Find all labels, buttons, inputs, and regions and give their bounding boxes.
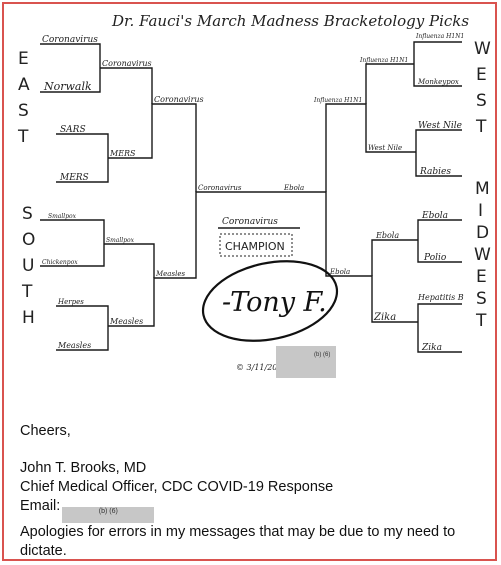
midwest-r2-2: Zika <box>373 312 396 323</box>
svg-text:E: E <box>476 65 487 85</box>
south-r1-3: Herpes <box>57 298 84 306</box>
sender-name: John T. Brooks, MD <box>20 460 147 476</box>
region-west: WE ST <box>474 39 491 137</box>
west-r1-1: Influenza H1N1 <box>415 33 464 40</box>
midwest-r1-2: Polio <box>423 253 447 263</box>
svg-text:S: S <box>18 101 29 121</box>
email-line: Email: (b) (6) <box>20 497 490 523</box>
svg-text:E: E <box>476 267 487 287</box>
svg-text:T: T <box>475 311 487 331</box>
south-r2-2: Measles <box>109 317 143 326</box>
west-r1-4: Rabies <box>419 167 451 177</box>
east-r1-2: Norwalk <box>43 80 92 93</box>
east-r3-1: Coronavirus <box>154 95 204 104</box>
champion-box <box>219 233 293 257</box>
west-r1-2: Monkeypox <box>417 78 459 86</box>
svg-text:E: E <box>18 49 29 69</box>
east-r2-1: Coronavirus <box>102 59 152 68</box>
bracket-redaction <box>276 346 336 378</box>
svg-text:S: S <box>22 204 33 224</box>
region-south: SO UTH <box>21 204 35 328</box>
apology-note: Apologies for errors in my messages that… <box>20 524 456 559</box>
west-r3-1: Influenza H1N1 <box>313 97 362 104</box>
email-signature: Cheers, John T. Brooks, MD Chief Medical… <box>20 422 490 561</box>
svg-text:T: T <box>17 127 29 147</box>
east-lines <box>40 43 197 192</box>
copyright-date: © 3/11/20. <box>236 363 280 372</box>
svg-text:T: T <box>21 282 33 302</box>
email-redaction-code: (b) (6) <box>98 508 118 515</box>
south-r1-4: Measles <box>57 341 91 350</box>
svg-text:H: H <box>22 308 35 328</box>
south-lines <box>40 191 280 351</box>
svg-text:U: U <box>22 256 34 276</box>
midwest-r2-1: Ebola <box>375 231 399 240</box>
bracket-image: Dr. Fauci's March Madness Bracketology P… <box>4 4 497 399</box>
midwest-r1-4: Zika <box>421 343 442 353</box>
midwest-r1-1: Ebola <box>421 211 448 221</box>
svg-text:A: A <box>18 75 30 95</box>
bracket-redaction-code: (b) (6) <box>314 352 330 358</box>
midwest-lines <box>280 191 462 353</box>
champion-label: CHAMPION <box>225 240 285 253</box>
document-frame <box>2 2 497 561</box>
svg-text:D: D <box>476 223 489 243</box>
west-lines <box>325 41 462 192</box>
south-r2-1: Smallpox <box>106 237 135 244</box>
south-r3-1: Measles <box>155 270 185 278</box>
region-east: EA ST <box>17 49 30 147</box>
east-r1-3: SARS <box>60 125 86 135</box>
west-r1-3: West Nile <box>418 121 462 131</box>
svg-text:T: T <box>475 117 487 137</box>
svg-text:S: S <box>476 289 487 309</box>
greeting: Cheers, <box>20 423 71 439</box>
midwest-r1-3: Hepatitis B <box>417 293 464 302</box>
signature-oval <box>201 260 339 342</box>
west-r2-2: West Nile <box>368 144 402 152</box>
email-redaction: (b) (6) <box>62 507 155 523</box>
sender-role: Chief Medical Officer, CDC COVID-19 Resp… <box>20 479 334 495</box>
email-label: Email: <box>20 498 61 514</box>
midwest-r3-1: Ebola <box>329 268 350 276</box>
final-right: Ebola <box>283 184 304 192</box>
svg-text:S: S <box>476 91 487 111</box>
champion-name: Coronavirus <box>222 217 278 227</box>
final-left: Coronavirus <box>198 184 242 192</box>
svg-text:W: W <box>474 39 491 59</box>
svg-text:I: I <box>478 201 483 221</box>
east-r1-4: MERS <box>59 173 89 183</box>
bracket-title: Dr. Fauci's March Madness Bracketology P… <box>111 12 469 30</box>
svg-text:W: W <box>474 245 491 265</box>
west-r2-1: Influenza H1N1 <box>359 57 408 64</box>
east-r2-2: MERS <box>109 149 136 158</box>
region-midwest: MI DW EST <box>474 179 491 331</box>
east-r1-1: Coronavirus <box>42 35 98 45</box>
bracket-drawing: Dr. Fauci's March Madness Bracketology P… <box>17 12 491 378</box>
svg-text:O: O <box>22 230 35 250</box>
signature: -Tony F. <box>222 287 327 318</box>
south-r1-2: Chickenpox <box>42 259 78 266</box>
svg-text:M: M <box>475 179 490 199</box>
south-r1-1: Smallpox <box>48 213 77 220</box>
